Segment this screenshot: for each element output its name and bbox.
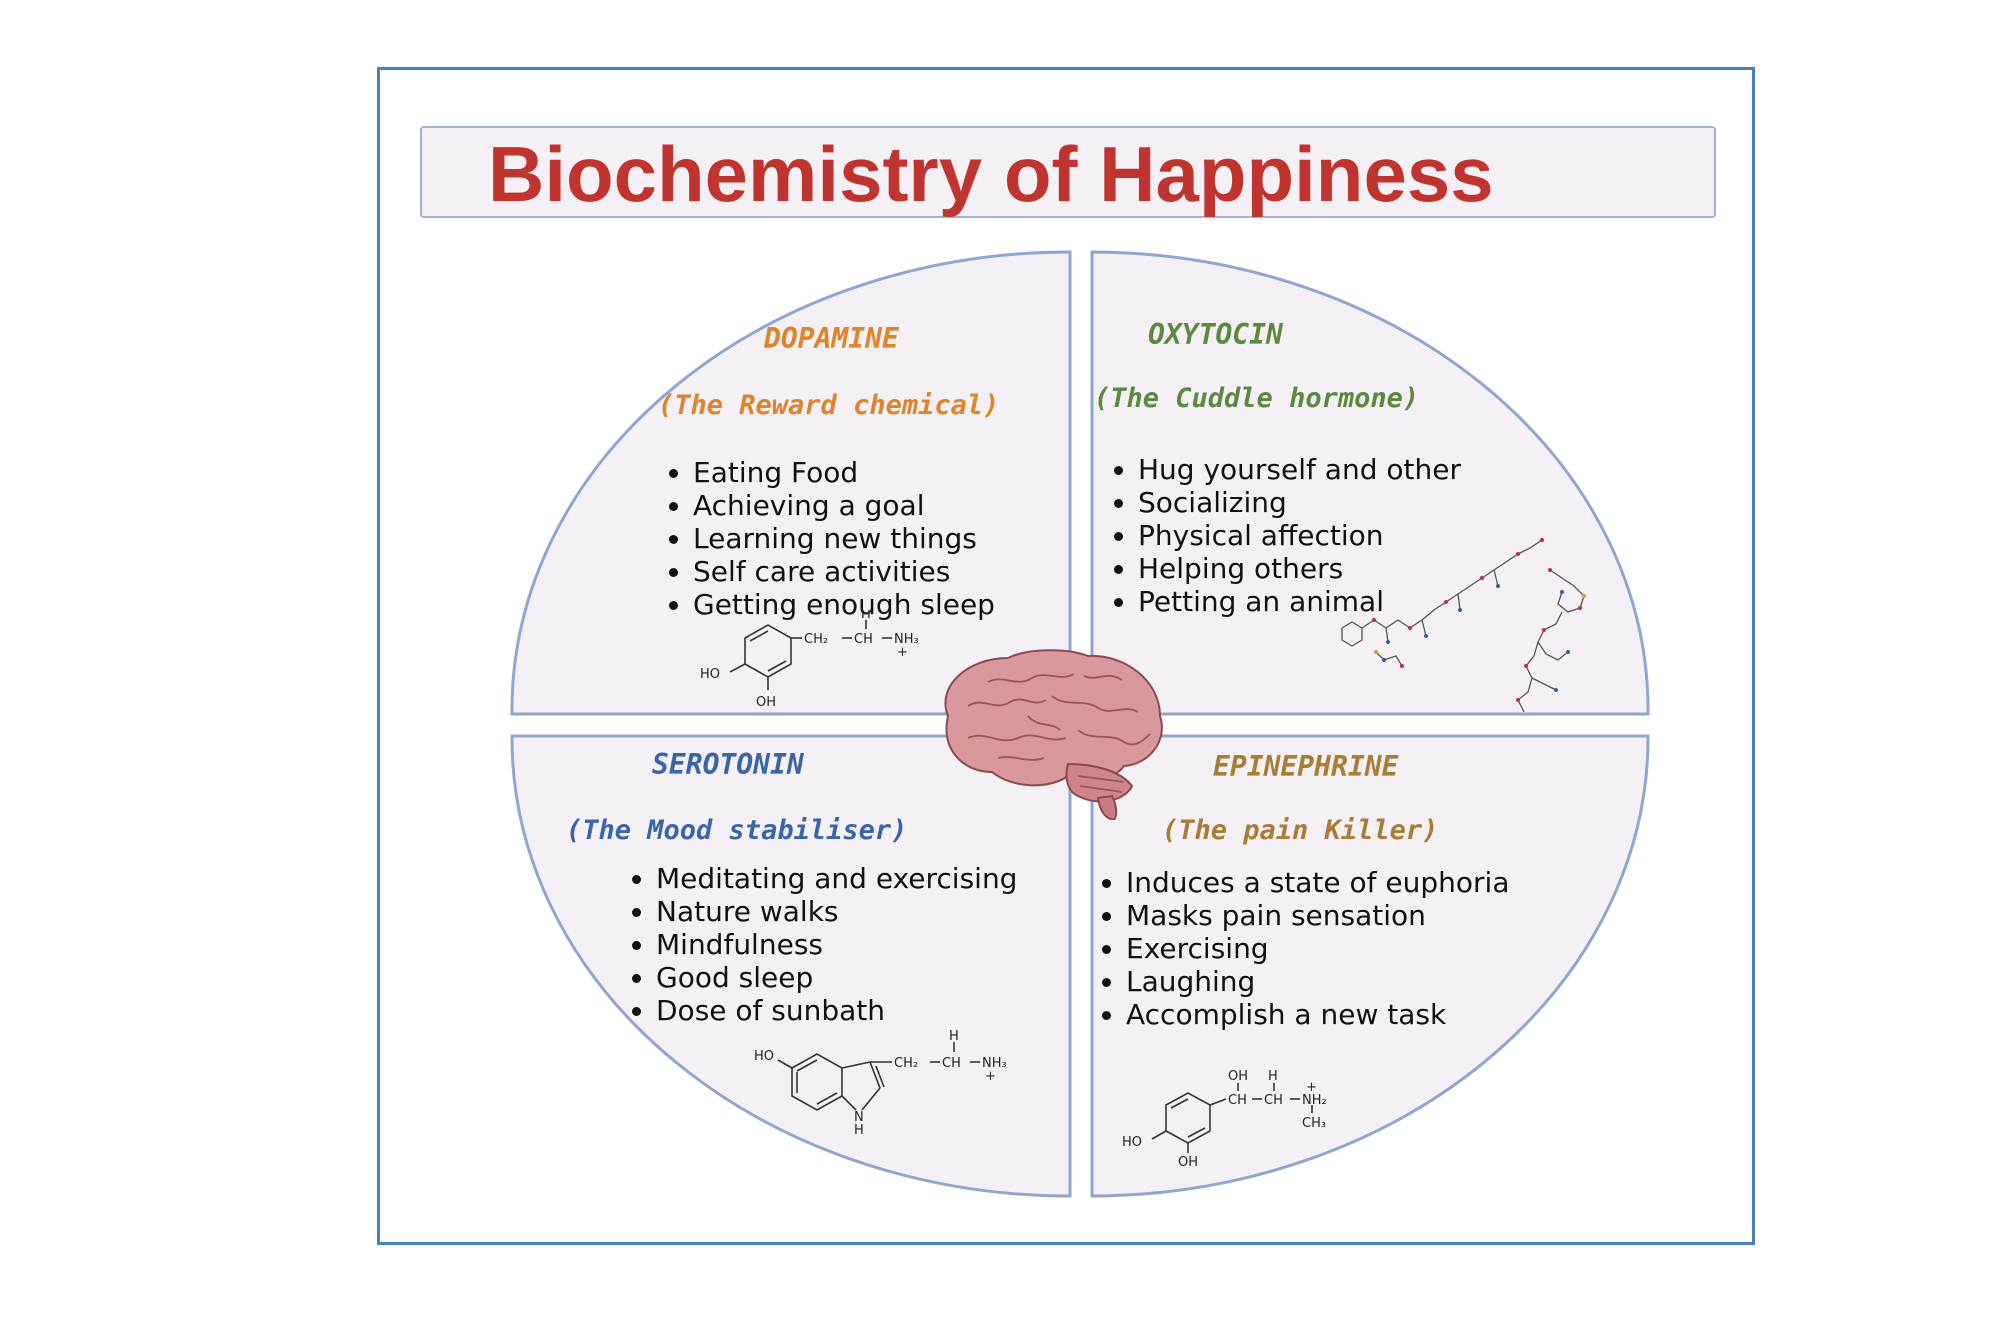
list-item: Exercising	[1126, 932, 1509, 965]
oxytocin-heading: OXYTOCIN	[1148, 318, 1283, 351]
molecule-label: NH₂	[1302, 1093, 1327, 1108]
molecule-label: OH	[1178, 1155, 1198, 1170]
list-item: Learning new things	[693, 522, 995, 555]
list-item: Petting an animal	[1138, 585, 1461, 618]
list-item: Induces a state of euphoria	[1126, 866, 1509, 899]
list-item: Eating Food	[693, 456, 995, 489]
molecule-label: N	[854, 1110, 864, 1125]
molecule-label: HO	[700, 667, 720, 682]
dopamine-heading: DOPAMINE	[764, 322, 899, 355]
dopamine-subtitle: (The Reward chemical)	[658, 390, 1000, 421]
list-item: Getting enough sleep	[693, 588, 995, 621]
molecule-label: H	[949, 1030, 959, 1044]
molecule-label: HO	[1122, 1135, 1142, 1150]
oxytocin-structure	[1341, 538, 1586, 713]
serotonin-list: Meditating and exercising Nature walks M…	[624, 862, 1017, 1027]
brain-icon	[944, 649, 1163, 820]
list-item: Dose of sunbath	[656, 994, 1017, 1027]
epinephrine-quadrant	[1090, 734, 1650, 1198]
list-item: Laughing	[1126, 965, 1509, 998]
list-item: Physical affection	[1138, 519, 1461, 552]
serotonin-structure: HO CH₂ CH H NH₃ + N H	[754, 1030, 1007, 1138]
molecule-label: CH₃	[1302, 1116, 1326, 1131]
molecule-label: HO	[754, 1049, 774, 1064]
oxytocin-quadrant	[1090, 250, 1650, 716]
molecule-label: CH	[1264, 1093, 1283, 1108]
list-item: Masks pain sensation	[1126, 899, 1509, 932]
oxytocin-list: Hug yourself and other Socializing Physi…	[1106, 453, 1461, 618]
list-item: Socializing	[1138, 486, 1461, 519]
list-item: Achieving a goal	[693, 489, 995, 522]
list-item: Mindfulness	[656, 928, 1017, 961]
epinephrine-list: Induces a state of euphoria Masks pain s…	[1094, 866, 1509, 1031]
molecule-label: NH₃	[982, 1056, 1007, 1071]
dopamine-structure: HO OH CH₂ CH H NH₃ +	[700, 610, 919, 710]
list-item: Nature walks	[656, 895, 1017, 928]
molecule-label: OH	[1228, 1069, 1248, 1084]
epinephrine-structure: OH H CH CH NH₂ + CH₃ HO OH	[1122, 1069, 1327, 1170]
molecule-label: CH₂	[804, 632, 828, 647]
molecule-label: OH	[756, 695, 776, 710]
molecule-label: +	[985, 1069, 996, 1084]
molecule-label: H	[854, 1123, 864, 1138]
molecule-label: +	[897, 645, 908, 660]
molecule-label: H	[861, 610, 871, 622]
list-item: Meditating and exercising	[656, 862, 1017, 895]
list-item: Self care activities	[693, 555, 995, 588]
dopamine-quadrant	[510, 250, 1072, 716]
serotonin-subtitle: (The Mood stabiliser)	[566, 815, 908, 846]
list-item: Accomplish a new task	[1126, 998, 1509, 1031]
page-title: Biochemistry of Happiness	[488, 130, 1494, 218]
list-item: Hug yourself and other	[1138, 453, 1461, 486]
molecule-label: CH	[854, 632, 873, 647]
dopamine-list: Eating Food Achieving a goal Learning ne…	[661, 456, 995, 621]
molecule-label: CH	[942, 1056, 961, 1071]
list-item: Good sleep	[656, 961, 1017, 994]
epinephrine-subtitle: (The pain Killer)	[1162, 815, 1439, 846]
molecule-label: NH₃	[894, 632, 919, 647]
serotonin-quadrant	[510, 734, 1072, 1198]
molecule-label: CH	[1228, 1093, 1247, 1108]
figure-frame	[377, 67, 1755, 1245]
oxytocin-subtitle: (The Cuddle hormone)	[1094, 383, 1420, 414]
molecule-label: +	[1306, 1080, 1317, 1095]
epinephrine-heading: EPINEPHRINE	[1213, 750, 1399, 783]
molecule-label: CH₂	[894, 1056, 918, 1071]
list-item: Helping others	[1138, 552, 1461, 585]
title-banner	[420, 126, 1716, 218]
molecule-label: H	[1268, 1069, 1278, 1084]
serotonin-heading: SEROTONIN	[652, 748, 804, 781]
